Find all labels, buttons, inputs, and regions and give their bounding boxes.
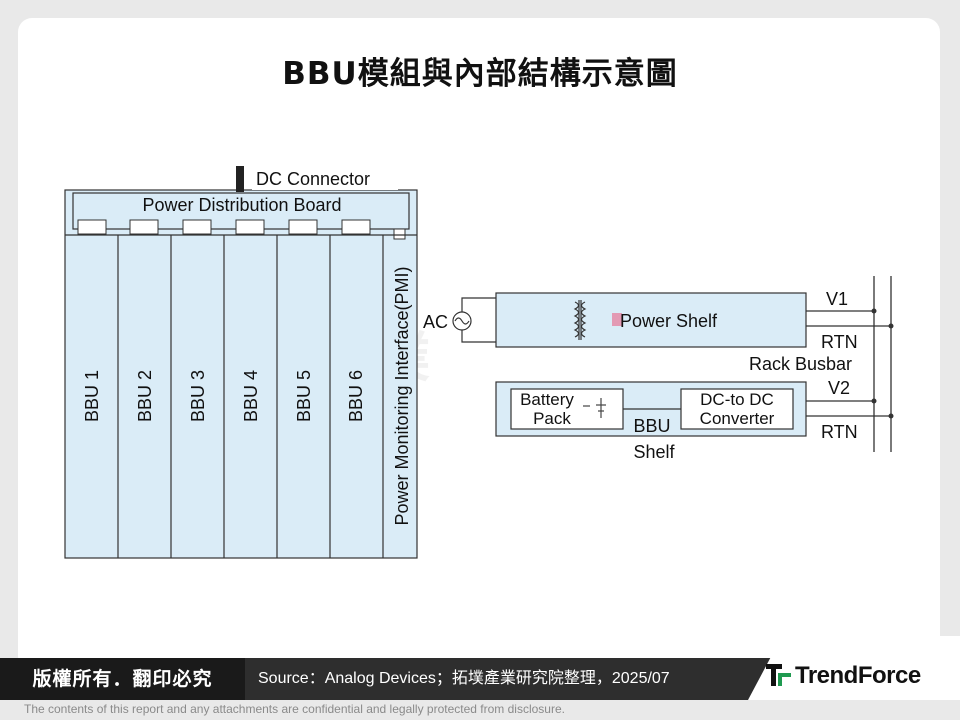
- pdb-tab-6: [341, 219, 371, 235]
- brand-logo-box: [748, 636, 960, 700]
- pdb-tab-2: [129, 219, 159, 235]
- power-shelf: [495, 292, 807, 348]
- source-citation: Source：Analog Devices；拓墣產業研究院整理，2025/07: [258, 670, 670, 687]
- battery-pack-label-2: Pack: [533, 409, 571, 428]
- bbu-1-label: BBU 1: [82, 370, 102, 422]
- battery-pack-label-1: Battery: [520, 390, 574, 409]
- dcdc-converter-box: [680, 388, 794, 430]
- v1-label: V1: [826, 289, 848, 309]
- power-shelf-marker: [612, 313, 622, 326]
- rack-busbar-label-bg: [736, 352, 868, 376]
- bbu-5-label: BBU 5: [294, 370, 314, 422]
- power-shelf-label: Power Shelf: [620, 311, 718, 331]
- brand-name: TrendForce: [795, 662, 921, 689]
- battery-icon: [583, 398, 606, 418]
- pmi-label: Power Monitoring Interface(PMI): [392, 266, 412, 525]
- copyright-notice: 版權所有．翻印必究: [0, 658, 245, 700]
- disclaimer: The contents of this report and any atta…: [24, 702, 565, 716]
- dc-connector-label: DC Connector: [256, 169, 370, 189]
- dc-connector-plug: [236, 166, 244, 192]
- dcdc-label-2: Converter: [700, 409, 775, 428]
- bbu-6-label: BBU 6: [346, 370, 366, 422]
- battery-pack-box: [510, 388, 624, 430]
- pdb-tab-3: [182, 219, 212, 235]
- bbu-4-label: BBU 4: [241, 370, 261, 422]
- bbu-shelf-label-1: BBU: [633, 416, 670, 436]
- bbu-shelf-label-2: Shelf: [633, 442, 675, 462]
- v2-label: V2: [828, 378, 850, 398]
- pdb-tab-5: [288, 219, 318, 235]
- dc-connector-label-bg: [252, 164, 398, 190]
- page-title: BBU模組與內部結構示意圖: [282, 56, 678, 92]
- pdb-tab-4: [235, 219, 265, 235]
- ac-label: AC: [423, 312, 448, 332]
- bbu-3-label: BBU 3: [188, 370, 208, 422]
- dcdc-label-1: DC-to DC: [700, 390, 774, 409]
- rtn2-label: RTN: [821, 422, 858, 442]
- pdb-label: Power Distribution Board: [142, 195, 341, 215]
- bbu-2-label: BBU 2: [135, 370, 155, 422]
- trendforce-logo-icon: [766, 664, 791, 686]
- rack-busbar-label: Rack Busbar: [749, 354, 852, 374]
- pdb-tab-1: [77, 219, 107, 235]
- pmi-tab: [393, 228, 406, 240]
- bbu-module-frame: [64, 189, 418, 559]
- rtn1-label: RTN: [821, 332, 858, 352]
- transformer-icon: [573, 300, 587, 340]
